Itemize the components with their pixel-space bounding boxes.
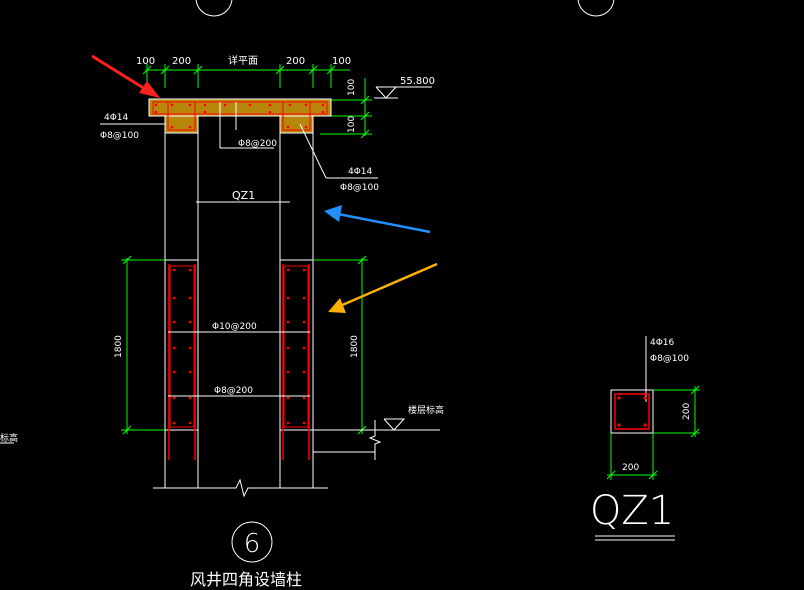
dim-top-4: 100 [332, 56, 351, 67]
section-rebar-texts: 4Φ16 Φ8@100 [650, 338, 689, 364]
top-partial-circles [195, 0, 615, 17]
callout-number: 6 [244, 529, 261, 559]
top-beam [148, 98, 332, 134]
section-rebar-1: 4Φ16 [650, 338, 675, 348]
dim-right-upper-0: 100 [347, 79, 357, 96]
top-left-rebar-2: Φ8@100 [100, 131, 139, 141]
rebar-mid-1: Φ10@200 [212, 322, 257, 332]
right-lower-column [282, 264, 310, 460]
section-title: QZ1 [590, 488, 674, 534]
dim-right-vertical: 1800 [350, 335, 360, 358]
orange-arrow [328, 262, 438, 313]
red-arrow [91, 54, 160, 98]
beam-right-leg [279, 115, 314, 134]
top-dimension-texts: 100 200 详平面 200 100 [136, 54, 351, 67]
top-rebar-texts: 4Φ14 Φ8@100 Φ8@200 4Φ14 Φ8@100 QZ1 [100, 113, 379, 202]
rebar-mid-2: Φ8@200 [214, 386, 253, 396]
dim-top-3: 200 [286, 56, 305, 67]
section-outline [610, 389, 654, 434]
elevation-top-label: 55.800 [400, 76, 435, 87]
left-lower-column [168, 264, 196, 460]
middle-rebar-texts: Φ10@200 Φ8@200 [212, 322, 257, 396]
middle-rebar-lines [168, 331, 310, 397]
beam-rebar-dots [154, 103, 325, 129]
wall-outlines [153, 133, 328, 498]
left-column-stirrup [169, 265, 195, 428]
right-upper-dim-texts: 100 100 [347, 79, 357, 133]
right-upper-dimensions [320, 78, 372, 139]
section-width-dim: 200 [622, 463, 639, 473]
dim-top-0: 100 [136, 56, 155, 67]
dim-top-1: 200 [172, 56, 191, 67]
section-height-dim: 200 [682, 403, 692, 420]
elevation-symbol-top [374, 86, 432, 99]
dim-left-vertical: 1800 [114, 335, 124, 358]
beam-left-stirrup [167, 101, 196, 131]
dim-right-upper-1: 100 [347, 116, 357, 133]
section-stirrup [614, 393, 650, 430]
beam-stirrup [152, 101, 328, 115]
leader-lines [100, 102, 378, 203]
section-rebar-2: Φ8@100 [650, 354, 689, 364]
beam-right-stirrup [282, 101, 311, 131]
right-column-stirrup [283, 265, 309, 428]
section-box [610, 389, 654, 434]
blue-arrow [324, 205, 431, 234]
section-title-underline [595, 535, 675, 541]
column-label: QZ1 [232, 189, 255, 202]
drawing-caption: 风井四角设墙柱 [190, 570, 302, 589]
left-vertical-dimension [121, 255, 165, 435]
top-right-rebar-1: 4Φ14 [348, 167, 373, 177]
section-dimensions [606, 385, 700, 480]
top-left-rebar-1: 4Φ14 [104, 113, 129, 123]
callout-circle [231, 521, 273, 563]
top-dimension-line [142, 64, 350, 88]
dim-top-2: 详平面 [228, 54, 258, 67]
top-right-rebar-2: Φ8@100 [340, 183, 379, 193]
top-mid-rebar: Φ8@200 [238, 139, 277, 149]
floor-level-label: 楼层标高 [408, 404, 444, 416]
left-edge-text: 标高 [0, 432, 18, 444]
floor-level-symbol [0, 418, 440, 460]
